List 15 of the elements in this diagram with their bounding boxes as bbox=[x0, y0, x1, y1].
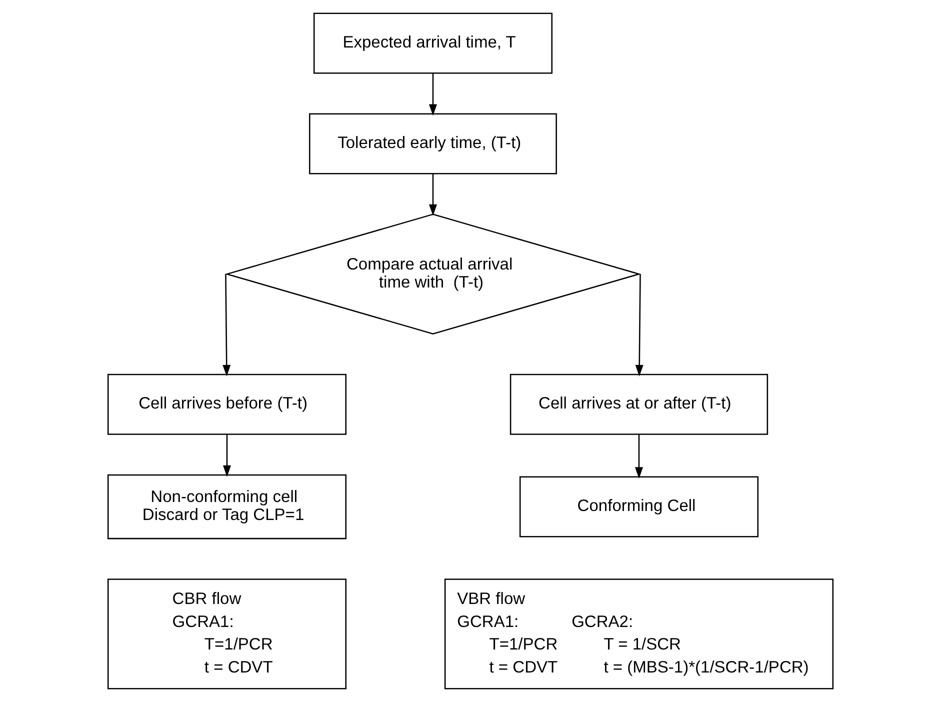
node-box: Expected arrival time, T bbox=[313, 12, 553, 74]
arrow bbox=[222, 274, 231, 376]
arrow bbox=[222, 434, 231, 477]
node-box: Cell arrives before (T-t) bbox=[107, 374, 347, 435]
node-box: Cell arrives at or after (T-t) bbox=[510, 374, 768, 435]
arrow bbox=[428, 174, 437, 216]
node-diamond: Compare actual arrival time with (T-t) bbox=[224, 214, 642, 334]
node-box: VBR flow GCRA1: GCRA2: T=1/PCR T = 1/SCR t = CDVT t = (MBS-1)*(1/SCR-1/PCR) bbox=[444, 578, 834, 690]
arrow bbox=[634, 434, 643, 479]
node-box: Conforming Cell bbox=[519, 476, 759, 538]
arrow bbox=[635, 274, 644, 376]
arrow bbox=[428, 73, 437, 116]
node-box: CBR flow GCRA1: T=1/PCR t = CDVT bbox=[107, 578, 347, 690]
node-box: Non-conforming cell Discard or Tag CLP=1 bbox=[107, 474, 347, 540]
node-box: Tolerated early time, (T-t) bbox=[309, 113, 557, 174]
